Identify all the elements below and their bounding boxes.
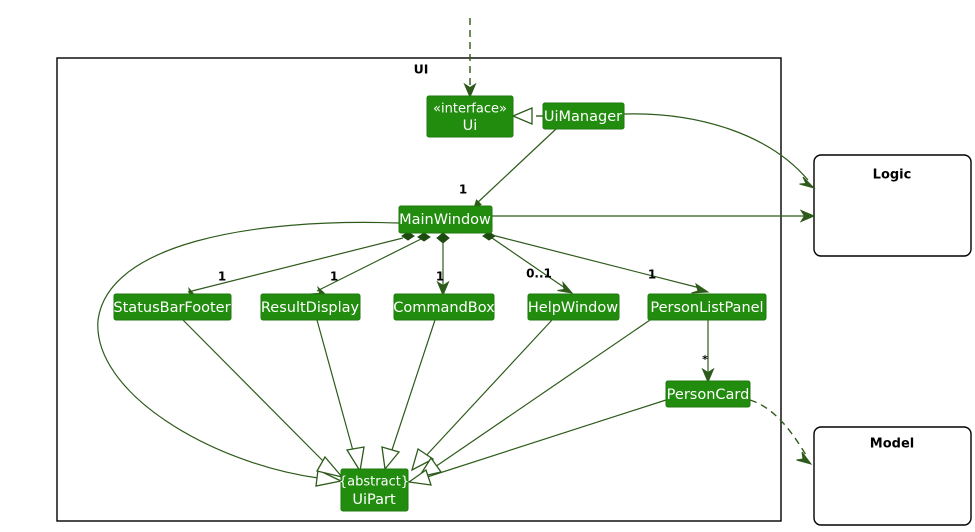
class-commandbox-name: CommandBox bbox=[393, 300, 495, 316]
class-uipart-stereotype: {abstract} bbox=[339, 475, 409, 490]
multiplicity-personlistpanel: 1 bbox=[648, 268, 656, 282]
class-commandbox[interactable]: CommandBox bbox=[393, 293, 495, 321]
class-personcard[interactable]: PersonCard bbox=[665, 380, 751, 408]
class-helpwindow[interactable]: HelpWindow bbox=[527, 293, 620, 321]
edge-mainwindow-to-commandbox: 1 bbox=[436, 232, 450, 297]
package-ui-label: UI bbox=[414, 62, 429, 77]
edge-personlistpanel-to-personcard: * bbox=[701, 319, 715, 384]
class-ui-name: Ui bbox=[463, 118, 478, 134]
edge-uimanager-to-logic bbox=[623, 113, 816, 189]
edge-uimanager-to-mainwindow: 1 bbox=[459, 128, 557, 212]
multiplicity-personcard: * bbox=[702, 353, 708, 366]
multiplicity-helpwindow: 0..1 bbox=[526, 267, 552, 281]
class-ui-interface[interactable]: «interface» Ui bbox=[426, 95, 514, 138]
edge-personcard-to-model bbox=[749, 399, 813, 465]
edge-mainwindow-to-statusbarfooter: 1 bbox=[179, 231, 415, 298]
class-mainwindow[interactable]: MainWindow bbox=[398, 205, 493, 234]
class-mainwindow-name: MainWindow bbox=[399, 212, 491, 228]
multiplicity-resultdisplay: 1 bbox=[330, 270, 338, 284]
class-ui-stereotype: «interface» bbox=[433, 102, 507, 117]
edge-helpwindow-to-uipart bbox=[410, 319, 553, 472]
external-package-model[interactable] bbox=[813, 426, 972, 526]
edge-uimanager-realizes-ui bbox=[511, 107, 543, 125]
edge-mainwindow-to-resultdisplay: 1 bbox=[309, 232, 431, 297]
class-resultdisplay-name: ResultDisplay bbox=[261, 300, 360, 316]
edge-personlistpanel-to-uipart bbox=[417, 319, 651, 478]
class-uipart-name: UiPart bbox=[352, 492, 396, 508]
edge-statusbarfooter-to-uipart bbox=[182, 319, 344, 479]
edge-mainwindow-to-personlistpanel: 1 bbox=[491, 234, 710, 294]
class-statusbarfooter[interactable]: StatusBarFooter bbox=[113, 293, 232, 321]
class-uimanager[interactable]: UiManager bbox=[542, 102, 625, 130]
multiplicity-statusbarfooter: 1 bbox=[218, 270, 226, 284]
external-package-model-label: Model bbox=[870, 437, 914, 452]
class-statusbarfooter-name: StatusBarFooter bbox=[113, 300, 230, 316]
external-package-logic-label: Logic bbox=[873, 168, 912, 183]
edge-mainwindow-to-helpwindow: 0..1 bbox=[482, 231, 574, 294]
package-ui-border bbox=[56, 57, 782, 522]
multiplicity-commandbox: 1 bbox=[436, 270, 444, 284]
class-uipart[interactable]: {abstract} UiPart bbox=[339, 468, 409, 512]
edge-mainwindow-to-logic bbox=[492, 209, 816, 223]
edge-mainwindow-to-uipart bbox=[97, 221, 400, 487]
class-personlistpanel-name: PersonListPanel bbox=[650, 300, 763, 316]
class-personlistpanel[interactable]: PersonListPanel bbox=[647, 293, 767, 321]
class-helpwindow-name: HelpWindow bbox=[528, 300, 618, 316]
external-package-logic[interactable] bbox=[813, 154, 972, 257]
edge-commandbox-to-uipart bbox=[381, 319, 436, 471]
class-uimanager-name: UiManager bbox=[544, 109, 622, 125]
class-resultdisplay[interactable]: ResultDisplay bbox=[260, 293, 361, 321]
multiplicity-mainwindow: 1 bbox=[459, 183, 467, 197]
edge-external-to-ui bbox=[463, 18, 477, 99]
class-personcard-name: PersonCard bbox=[667, 387, 750, 403]
edge-personcard-to-uipart bbox=[407, 399, 667, 486]
edge-resultdisplay-to-uipart bbox=[316, 319, 365, 473]
